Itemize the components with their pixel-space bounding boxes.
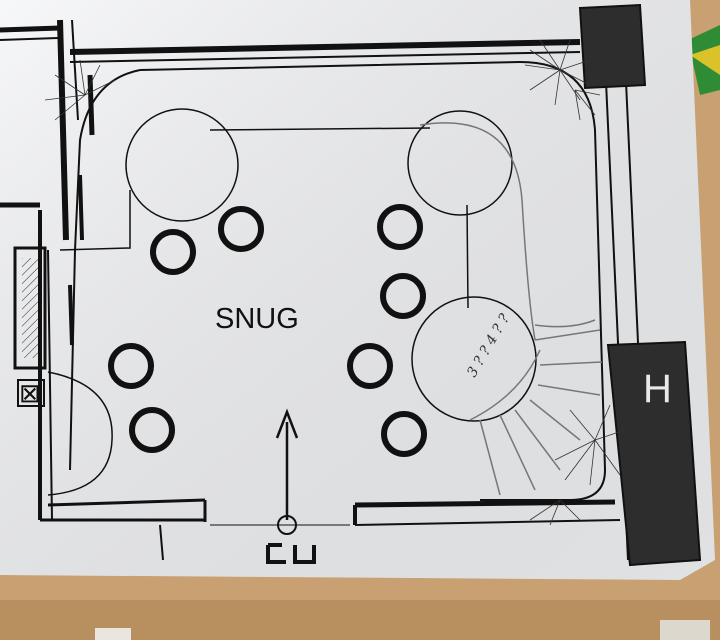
plant-sketch-top-left <box>44 59 116 121</box>
stool <box>218 206 264 252</box>
door-symbol: H <box>643 367 672 411</box>
grid-mark: ⊠ <box>19 378 41 408</box>
stool <box>108 343 154 389</box>
table-left-half <box>47 371 113 496</box>
table-top-left <box>125 108 239 222</box>
pillar-top-right <box>578 3 647 90</box>
stool <box>377 204 423 250</box>
table-top-right <box>407 110 513 216</box>
section-marker <box>266 545 316 564</box>
pencil-stair-sketch <box>419 122 603 496</box>
room-label: SNUG <box>215 303 299 335</box>
left-wall-panel <box>13 246 47 370</box>
yellow-object <box>690 45 720 75</box>
plant-sketch-bottom-right <box>529 404 626 526</box>
room-outline <box>69 60 607 501</box>
grid-box <box>17 379 45 407</box>
stool <box>380 273 426 319</box>
stool <box>150 229 196 275</box>
stool <box>129 407 175 453</box>
plant-sketch-top-right <box>524 39 601 121</box>
pillar-bottom-right <box>606 340 702 567</box>
stools <box>108 204 427 457</box>
stool <box>381 411 427 457</box>
stool <box>347 343 393 389</box>
